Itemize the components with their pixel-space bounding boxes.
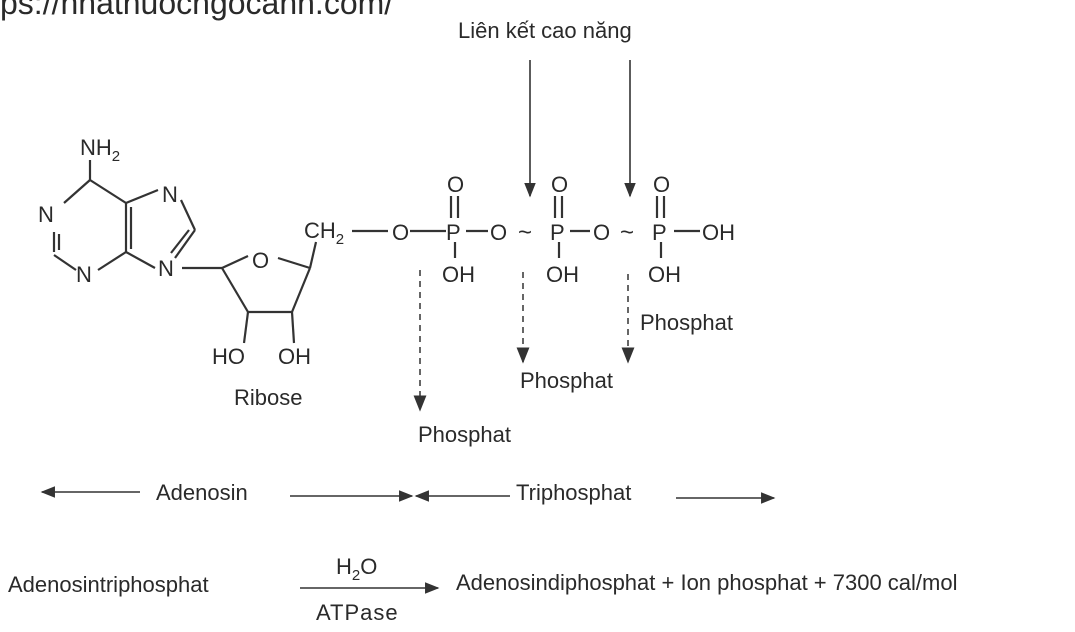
adenine-n3: N <box>76 262 92 287</box>
anhydride-bond-2: ~ <box>620 219 634 246</box>
high-energy-bond-label: Liên kết cao năng <box>458 18 632 43</box>
adenosin-label: Adenosin <box>156 480 248 505</box>
ribose-label: Ribose <box>234 385 302 410</box>
oh-phosphate-1: OH <box>442 262 475 287</box>
phosphorus-1: P <box>446 220 461 245</box>
ribose-ring-oxygen: O <box>252 248 269 273</box>
phosphat-label-2: Phosphat <box>520 368 613 393</box>
oh-ribose: OH <box>278 344 311 369</box>
products-label: Adenosindiphosphat + Ion phosphat + 7300… <box>456 570 958 595</box>
phosphorus-3: P <box>652 220 667 245</box>
oh-phosphate-2: OH <box>546 262 579 287</box>
phosphorus-2: P <box>550 220 565 245</box>
adenine-base <box>52 160 222 271</box>
oxo-oxygen-1: O <box>447 172 464 197</box>
ho-ribose: HO <box>212 344 245 369</box>
enzyme-label: ATPase <box>316 600 399 625</box>
ribose-ring <box>221 241 318 344</box>
bridge-oxygen-3: O <box>593 220 610 245</box>
oh-phosphate-3: OH <box>648 262 681 287</box>
url-fragment: ps://nhathuocngocanh.com/ <box>0 0 393 21</box>
reactant-label: Adenosintriphosphat <box>8 572 209 597</box>
adenine-n1: N <box>38 202 54 227</box>
phosphat-label-1: Phosphat <box>418 422 511 447</box>
bridge-oxygen-1: O <box>392 220 409 245</box>
adenine-n7: N <box>162 182 178 207</box>
bridge-oxygen-2: O <box>490 220 507 245</box>
nh2-label: NH2 <box>80 135 120 165</box>
triphosphat-label: Triphosphat <box>516 480 631 505</box>
oxo-oxygen-3: O <box>653 172 670 197</box>
ch2-label: CH2 <box>304 218 344 248</box>
water-label: H2O <box>336 554 377 584</box>
adenine-n9: N <box>158 256 174 281</box>
oxo-oxygen-2: O <box>551 172 568 197</box>
phosphat-label-3: Phosphat <box>640 310 733 335</box>
anhydride-bond-1: ~ <box>518 219 532 246</box>
oh-terminal: OH <box>702 220 735 245</box>
